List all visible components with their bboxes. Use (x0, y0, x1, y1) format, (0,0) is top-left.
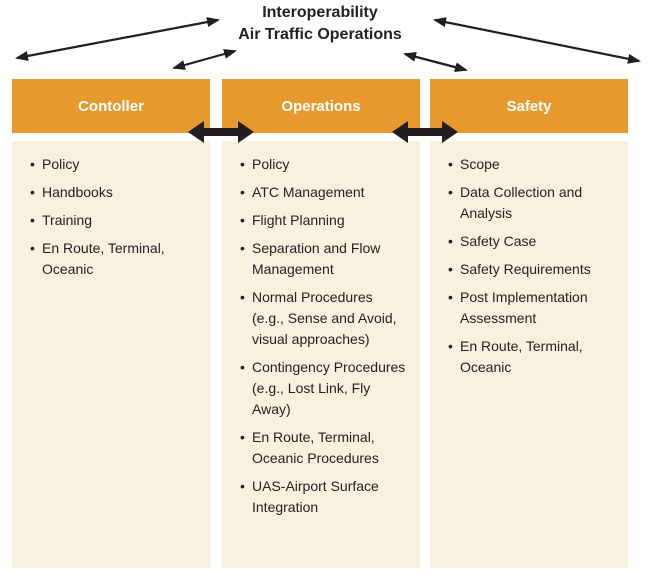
bullet-icon: • (240, 240, 245, 256)
bullet-icon: • (448, 289, 453, 305)
bullet-icon: • (448, 261, 453, 277)
bullet-icon: • (448, 184, 453, 200)
bullet-text: Policy (252, 156, 290, 172)
bullet-item: • Training (30, 210, 202, 231)
bullet-icon: • (240, 184, 245, 200)
bullet-text: En Route, Terminal, Oceanic (460, 338, 583, 375)
bullet-text: Scope (460, 156, 500, 172)
top-left-long-double-arrow-icon (15, 17, 220, 61)
diagram-title-line2: Air Traffic Operations (238, 26, 402, 43)
bullet-text: En Route, Terminal, Oceanic (42, 240, 165, 277)
bullet-item: • Flight Planning (240, 210, 412, 231)
bullet-icon: • (240, 359, 245, 375)
bullet-item: • Normal Procedures (e.g., Sense and Avoi… (240, 287, 412, 350)
bullet-text: Safety Requirements (460, 261, 591, 277)
diagram-title-line1: Interoperability (262, 4, 378, 21)
bullet-text: Separation and Flow Management (252, 240, 381, 277)
bullet-icon: • (30, 240, 35, 256)
bullet-text: Post Implementation Assessment (460, 289, 588, 326)
bullet-item: • En Route, Terminal, Oceanic Procedures (240, 427, 412, 469)
bullet-item: • En Route, Terminal, Oceanic (448, 336, 620, 378)
bullet-text: Handbooks (42, 184, 113, 200)
bullet-icon: • (448, 233, 453, 249)
bullet-icon: • (30, 212, 35, 228)
column-controller: Contoller • Policy • Handbooks • Training • En … (12, 79, 210, 568)
bullet-text: En Route, Terminal, Oceanic Procedures (252, 429, 379, 466)
column-operations: Operations • Policy • ATC Management • Flight… (222, 79, 420, 568)
bullet-text: ATC Management (252, 184, 365, 200)
bullet-item: • Scope (448, 154, 620, 175)
bullet-text: Contingency Procedures (e.g., Lost Link,… (252, 359, 406, 417)
bullet-item: • Handbooks (30, 182, 202, 203)
diagram-title: Interoperability Air Traffic Operations (196, 2, 444, 46)
top-right-long-double-arrow-icon (433, 17, 641, 64)
bullet-item: • Separation and Flow Management (240, 238, 412, 280)
bullet-icon: • (240, 429, 245, 445)
bullet-item: • Data Collection and Analysis (448, 182, 620, 224)
bullet-text: Policy (42, 156, 80, 172)
bullet-icon: • (30, 156, 35, 172)
bullet-item: • Safety Requirements (448, 259, 620, 280)
column-header-controller: Contoller (12, 79, 210, 133)
top-left-short-double-arrow-icon (172, 49, 237, 70)
column-header-operations: Operations (222, 79, 420, 133)
bullet-item: • Safety Case (448, 231, 620, 252)
column-header-safety: Safety (430, 79, 628, 133)
bullet-icon: • (448, 156, 453, 172)
column-list: • Policy • ATC Management • Flight Planning • S… (222, 141, 420, 568)
bullet-icon: • (30, 184, 35, 200)
top-right-short-double-arrow-icon (403, 51, 468, 73)
bullet-item: • Post Implementation Assessment (448, 287, 620, 329)
bullet-text: Safety Case (460, 233, 537, 249)
column-list: • Scope • Data Collection and Analysis • Safe… (430, 141, 628, 568)
bullet-text: Training (42, 212, 93, 228)
bullet-icon: • (240, 212, 245, 228)
column-safety: Safety • Scope • Data Collection and Analys… (430, 79, 628, 568)
bullet-item: • Policy (30, 154, 202, 175)
bullet-text: Normal Procedures (e.g., Sense and Avoid… (252, 289, 397, 347)
bullet-text: Data Collection and Analysis (460, 184, 583, 221)
bullet-item: • ATC Management (240, 182, 412, 203)
bullet-icon: • (240, 156, 245, 172)
bullet-icon: • (240, 289, 245, 305)
bullet-icon: • (448, 338, 453, 354)
bullet-icon: • (240, 478, 245, 494)
bullet-item: • UAS-Airport Surface Integration (240, 476, 412, 518)
bullet-text: UAS-Airport Surface Integration (252, 478, 379, 515)
bullet-item: • Policy (240, 154, 412, 175)
bullet-item: • En Route, Terminal, Oceanic (30, 238, 202, 280)
bullet-item: • Contingency Procedures (e.g., Lost Link… (240, 357, 412, 420)
column-list: • Policy • Handbooks • Training • En Route, Ter… (12, 141, 210, 568)
bullet-text: Flight Planning (252, 212, 345, 228)
